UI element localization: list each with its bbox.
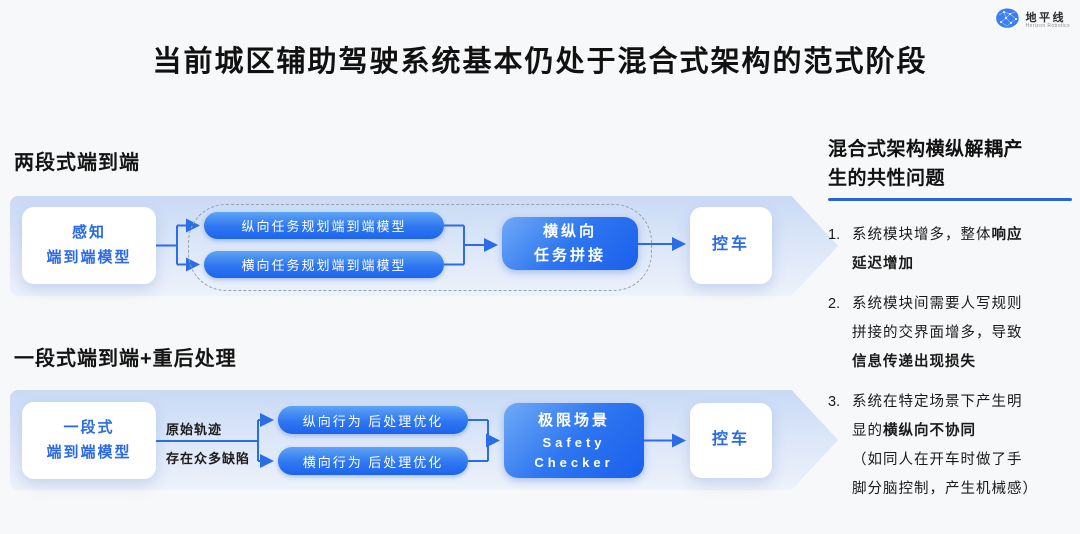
pill-lateral-postprocess: 横向行为 后处理优化 bbox=[278, 447, 468, 475]
edge-label-many-defects: 存在众多缺陷 bbox=[166, 451, 251, 466]
brand-subname: Horizon Robotics bbox=[1025, 23, 1070, 30]
problem-item-1: 1. 系统模块增多，整体响应延迟增加 bbox=[828, 221, 1080, 279]
perception-model-box: 感知 端到端模型 bbox=[22, 207, 156, 284]
section2-header: 一段式端到端+重后处理 bbox=[14, 348, 237, 370]
one-stage-model-box: 一段式 端到端模型 bbox=[22, 402, 156, 479]
one-stage-model-line2: 端到端模型 bbox=[46, 443, 132, 461]
horizon-brain-icon bbox=[994, 7, 1021, 35]
edge-label-raw-trajectory: 原始轨迹 bbox=[166, 422, 223, 437]
safety-checker-box: 极限场景 Safety Checker bbox=[504, 403, 644, 478]
planning-models-group bbox=[188, 204, 652, 291]
problem-number: 2. bbox=[828, 296, 841, 312]
pill-lateral-planning-model: 横向任务规划端到端模型 bbox=[204, 251, 444, 278]
vehicle-control-box-2: 控车 bbox=[690, 403, 772, 478]
safety-checker-line1: 极限场景 bbox=[537, 412, 610, 429]
problems-list: 1. 系统模块增多，整体响应延迟增加 2. 系统模块间需要人写规则拼接的交界面增… bbox=[828, 221, 1080, 515]
problems-panel-rule bbox=[828, 198, 1072, 201]
safety-checker-line2: Safety bbox=[542, 435, 606, 450]
task-merge-line2: 任务拼接 bbox=[533, 246, 606, 264]
section1-header: 两段式端到端 bbox=[14, 152, 140, 174]
page-title: 当前城区辅助驾驶系统基本仍处于混合式架构的范式阶段 bbox=[152, 46, 928, 78]
problem-item-2: 2. 系统模块间需要人写规则拼接的交界面增多，导致信息传递出现损失 bbox=[828, 290, 1080, 377]
task-merge-box: 横纵向 任务拼接 bbox=[502, 217, 638, 270]
perception-model-line2: 端到端模型 bbox=[46, 248, 132, 266]
one-stage-model-line1: 一段式 bbox=[63, 418, 115, 436]
safety-checker-line3: Checker bbox=[534, 454, 614, 470]
problem-text: 系统在特定场景下产生明显的横纵向不协同（如同人在开车时做了手脚分脑控制，产生机械… bbox=[852, 394, 1038, 497]
problem-number: 3. bbox=[828, 394, 841, 410]
perception-model-line1: 感知 bbox=[71, 223, 106, 241]
problem-number: 1. bbox=[828, 227, 841, 243]
vehicle-control-box-1: 控车 bbox=[690, 207, 772, 284]
pill-longitudinal-planning-model: 纵向任务规划端到端模型 bbox=[204, 212, 444, 239]
brand-name: 地平线 bbox=[1025, 11, 1067, 24]
horizon-logo-text: 地平线 Horizon Robotics bbox=[1026, 12, 1070, 30]
problem-text: 系统模块增多，整体响应延迟增加 bbox=[852, 227, 1023, 272]
horizon-logo: 地平线 Horizon Robotics bbox=[994, 7, 1070, 35]
problems-panel-title: 混合式架构横纵解耦产生的共性问题 bbox=[828, 139, 1024, 189]
task-merge-line1: 横纵向 bbox=[542, 222, 597, 240]
problem-text: 系统模块间需要人写规则拼接的交界面增多，导致信息传递出现损失 bbox=[852, 296, 1023, 370]
problem-item-3: 3. 系统在特定场景下产生明显的横纵向不协同（如同人在开车时做了手脚分脑控制，产… bbox=[828, 388, 1080, 504]
pill-longitudinal-postprocess: 纵向行为 后处理优化 bbox=[278, 406, 468, 434]
